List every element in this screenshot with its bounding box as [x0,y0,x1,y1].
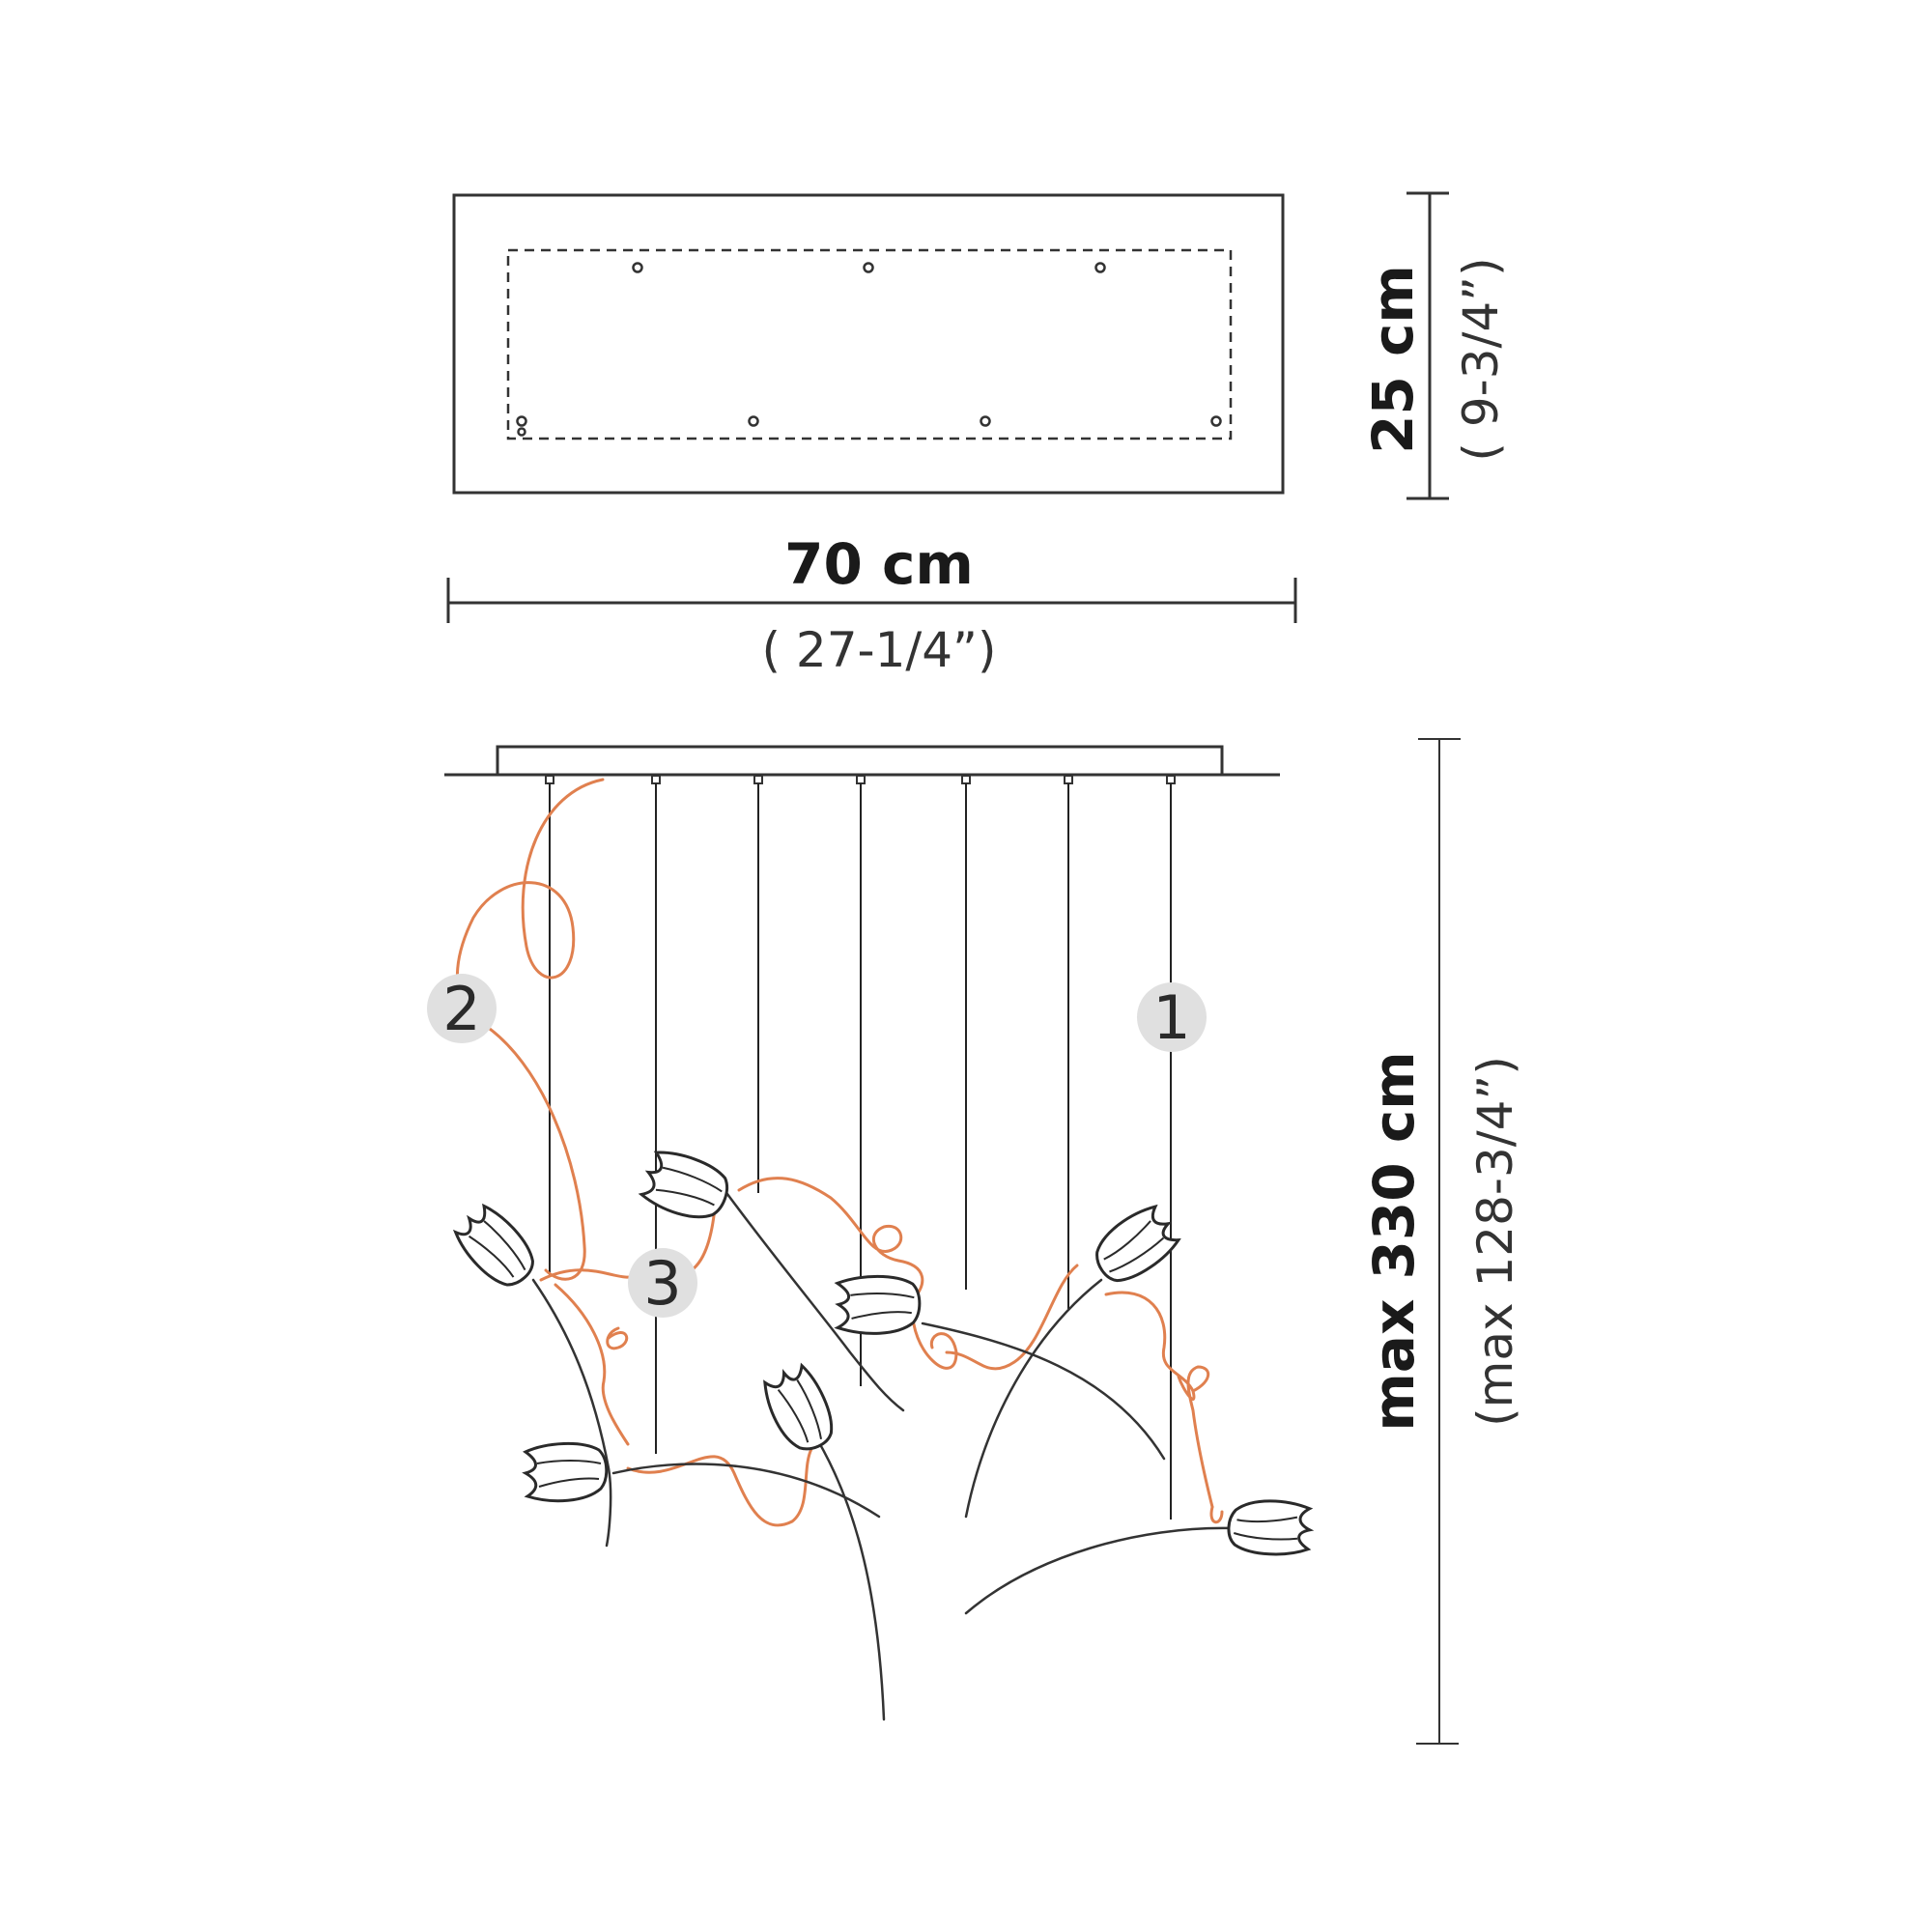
mounting-hole [632,262,643,273]
tulip-glass [1227,1499,1315,1556]
depth-dimension: 25 cm ( 9-3/4”) [1360,191,1509,500]
tulip-glasses [452,1151,1315,1556]
electric-wire [626,1447,813,1527]
electric-wire [554,1283,630,1446]
mounting-hole [1094,262,1106,273]
cable-anchor [545,775,554,784]
cable-anchor [1064,775,1073,784]
tulip-stem [611,1463,881,1519]
electric-wire [945,1264,1079,1371]
height-imperial-label: (max 128-3/4”) [1467,1056,1523,1427]
mounting-hole [748,415,759,427]
callout-1-label: 1 [1152,982,1190,1053]
tulip-stem [531,1278,612,1548]
electric-wires [455,778,1224,1527]
tulip-glass [638,1151,729,1219]
tulip-glass [834,1274,922,1335]
top-view: 25 cm ( 9-3/4”) 70 cm ( 27-1/4”) [446,191,1509,678]
cable-anchor [651,775,661,784]
mounting-hole [516,415,527,427]
cable-anchor [753,775,763,784]
tulip-glass [763,1362,834,1451]
tulip-stem [723,1188,905,1412]
electric-wire [606,1326,629,1350]
electric-wire [737,1177,924,1301]
width-imperial-label: ( 27-1/4”) [762,622,997,678]
height-dimension: max 330 cm (max 128-3/4”) [1361,738,1523,1745]
electric-wire [911,1302,958,1370]
width-dimension: 70 cm ( 27-1/4”) [446,531,1297,678]
width-metric-label: 70 cm [784,531,974,597]
tulip-stem [964,1526,1234,1615]
canopy-outline [452,193,1285,495]
tulip-stems [531,1188,1234,1721]
electric-wire [1209,1505,1224,1524]
pendant-cables [549,783,1172,1520]
mounting-hole [863,262,874,273]
cable-anchor [856,775,866,784]
callout-2: 2 [427,974,497,1044]
mounting-hole [980,415,991,427]
mounting-hole [1210,415,1222,427]
depth-metric-label: 25 cm [1360,265,1426,454]
tulip-glass [452,1203,534,1287]
electric-wire [481,1022,586,1281]
mounting-area-dashed [506,248,1233,440]
tulip-glass [1095,1204,1181,1283]
depth-imperial-label: ( 9-3/4”) [1453,257,1509,461]
canopy-profile [496,745,1224,777]
electric-wire [455,778,605,1007]
cable-attachments [545,775,1176,784]
callout-3: 3 [628,1248,697,1319]
callout-2-label: 2 [442,974,480,1044]
tulip-glass [522,1441,609,1503]
tulip-stem [921,1321,1166,1461]
cable-anchor [961,775,971,784]
mounting-holes [516,262,1222,437]
callout-3-label: 3 [643,1248,681,1319]
height-metric-label: max 330 cm [1361,1051,1427,1431]
callout-1: 1 [1137,982,1207,1053]
side-view: 1 2 3 max 330 cm (max 128-3/4”) [427,738,1523,1745]
cable-anchor [1166,775,1176,784]
electric-wire [1104,1291,1214,1509]
tulip-stem [810,1428,886,1721]
tulip-stem [964,1278,1103,1519]
mounting-hole [517,427,526,437]
